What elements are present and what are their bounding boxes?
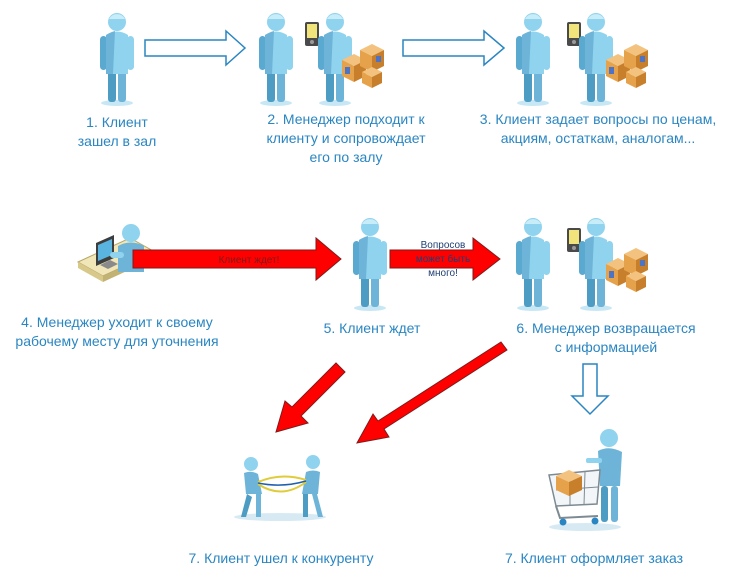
waiting-arrow-label: Клиент ждет! <box>219 255 280 266</box>
manager-with-goods-icon <box>259 13 384 106</box>
step-7-competitor-caption: 7. Клиент ушел к конкуренту <box>188 550 374 566</box>
red-arrow-waiting <box>132 236 342 282</box>
step-3-caption: 3. Клиент задает вопросы по ценам,акциям… <box>479 111 717 146</box>
customer-asking-manager-icon <box>516 13 648 106</box>
questions-label-line-2: может быть <box>416 253 470 265</box>
tug-of-war-icon <box>234 455 326 521</box>
questions-label-line-1: Вопросов <box>421 240 466 251</box>
red-arrow-questions <box>389 236 501 282</box>
questions-label-line-3: много! <box>428 268 458 279</box>
customer-icon <box>100 13 134 106</box>
step-7-order-caption: 7. Клиент оформляет заказ <box>504 550 684 566</box>
waiting-customer-icon <box>353 218 387 311</box>
outline-arrow-1 <box>144 29 247 67</box>
manager-returns-icon <box>516 218 648 311</box>
red-arrow-diagonal-left <box>275 362 346 433</box>
outline-arrow-down <box>570 363 610 416</box>
shopping-cart-icon <box>548 429 622 531</box>
outline-arrow-2 <box>402 29 506 67</box>
manager-at-desk-icon <box>76 224 157 282</box>
step-5-caption: 5. Клиент ждет <box>323 320 421 336</box>
red-arrow-diagonal-right <box>356 341 508 444</box>
